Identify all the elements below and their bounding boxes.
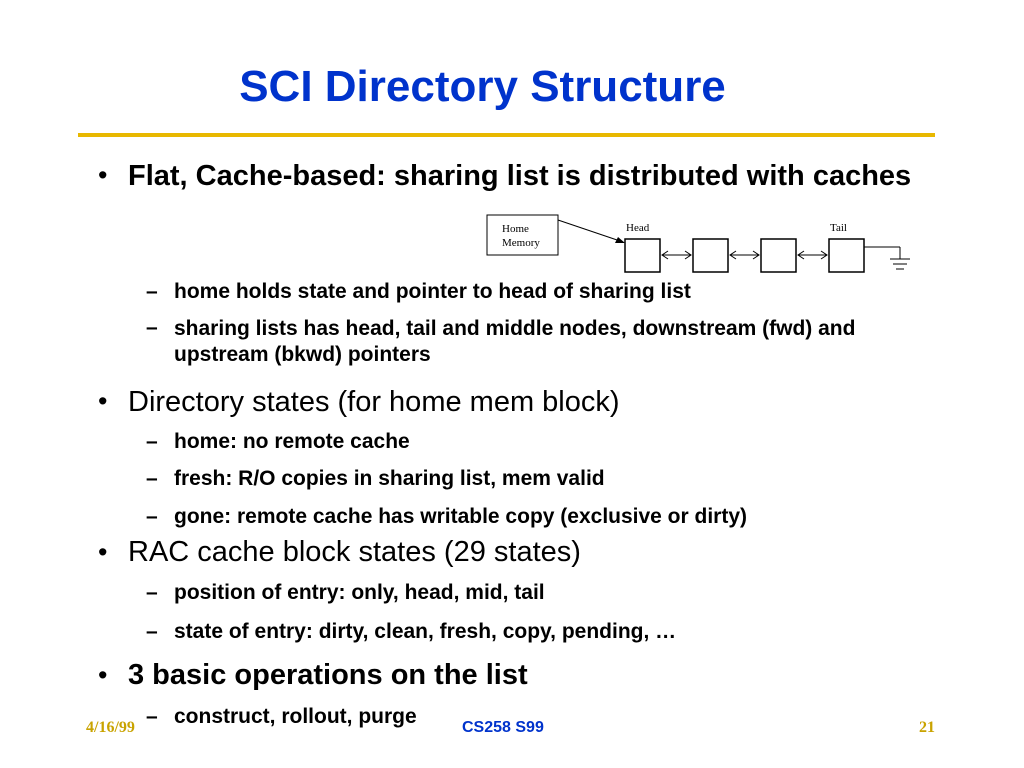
bullet-3-text: RAC cache block states (29 states): [128, 536, 581, 568]
memory-label: Memory: [502, 237, 540, 249]
sub-bullet-4-1: construct, rollout, purge: [174, 705, 417, 728]
bullet-1-text: Flat, Cache-based: sharing list is distr…: [128, 160, 912, 192]
bullet-marker: •: [98, 660, 108, 690]
bullet-marker: •: [98, 537, 108, 567]
dash-marker: –: [146, 505, 158, 528]
footer-page-number: 21: [919, 719, 935, 736]
sub-bullet-1-2: sharing lists has head, tail and middle …: [174, 317, 856, 366]
home-label: Home: [502, 223, 529, 235]
dash-marker: –: [146, 430, 158, 453]
sharing-list-diagram: Home Memory Head Tail: [486, 214, 910, 273]
bullet-2-text: Directory states (for home mem block): [128, 386, 620, 418]
bullet-marker: •: [98, 386, 108, 416]
head-label: Head: [626, 222, 650, 234]
sub-bullet-3-2: state of entry: dirty, clean, fresh, cop…: [174, 620, 677, 643]
dash-marker: –: [146, 280, 158, 303]
middle-node-1: [692, 238, 729, 273]
middle-node-2: [760, 238, 797, 273]
dash-marker: –: [146, 581, 158, 604]
tail-label: Tail: [830, 222, 847, 234]
sub-bullet-2-2: fresh: R/O copies in sharing list, mem v…: [174, 467, 605, 490]
sub-bullet-2-1: home: no remote cache: [174, 430, 410, 453]
bullet-marker: •: [98, 160, 108, 190]
head-node: [624, 238, 661, 273]
bullet-4-text: 3 basic operations on the list: [128, 659, 528, 691]
dash-marker: –: [146, 316, 158, 339]
title-rule: [78, 133, 935, 137]
home-memory-box: [486, 214, 559, 256]
dash-marker: –: [146, 620, 158, 643]
footer-course: CS258 S99: [462, 719, 544, 736]
tail-node: [828, 238, 865, 273]
sub-bullet-2-3: gone: remote cache has writable copy (ex…: [174, 505, 748, 528]
sub-bullet-3-1: position of entry: only, head, mid, tail: [174, 581, 545, 604]
dash-marker: –: [146, 705, 158, 728]
dash-marker: –: [146, 467, 158, 490]
slide-title: SCI Directory Structure: [239, 62, 726, 111]
footer-date: 4/16/99: [86, 719, 135, 736]
sub-bullet-1-1: home holds state and pointer to head of …: [174, 280, 691, 303]
